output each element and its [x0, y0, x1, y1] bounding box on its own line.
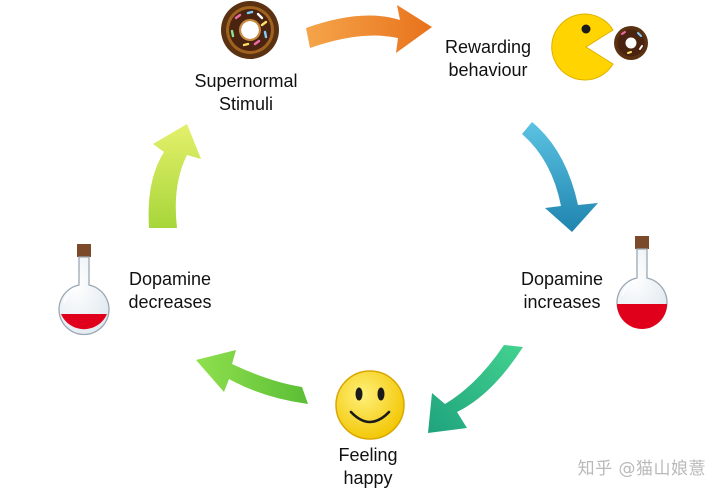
node-rewarding-behaviour: Rewarding behaviour [445, 36, 531, 82]
watermark: 知乎 @猫山娘薏 [577, 459, 706, 479]
arrow-decreases-to-supernormal [148, 124, 201, 228]
pacman-eating-donut-icon [551, 13, 648, 81]
node-increases-line1: Dopamine [520, 269, 604, 289]
arrow-happy-to-decreases [196, 350, 308, 404]
node-rewarding-line2: behaviour [448, 60, 528, 80]
node-happy-line1: Feeling [338, 445, 398, 465]
node-feeling-happy: Feeling happy [338, 444, 397, 490]
node-happy-line2: happy [343, 468, 393, 488]
donut-icon [221, 1, 279, 59]
arrow-rewarding-to-increases [522, 122, 598, 232]
node-supernormal-stimuli: Supernormal Stimuli [194, 70, 297, 116]
low-flask-icon [58, 244, 110, 336]
smiley-face-icon [335, 370, 405, 440]
node-supernormal-line1: Supernormal [194, 71, 298, 91]
node-decreases-line2: decreases [128, 292, 212, 312]
node-increases-line2: increases [523, 292, 601, 312]
node-dopamine-decreases: Dopamine decreases [128, 268, 211, 314]
full-flask-icon [616, 236, 668, 329]
node-dopamine-increases: Dopamine increases [521, 268, 603, 314]
arrow-supernormal-to-rewarding [306, 5, 432, 53]
node-decreases-line1: Dopamine [128, 269, 212, 289]
node-rewarding-line1: Rewarding [444, 37, 532, 57]
node-supernormal-line2: Stimuli [218, 94, 273, 114]
arrow-increases-to-happy [428, 345, 523, 433]
